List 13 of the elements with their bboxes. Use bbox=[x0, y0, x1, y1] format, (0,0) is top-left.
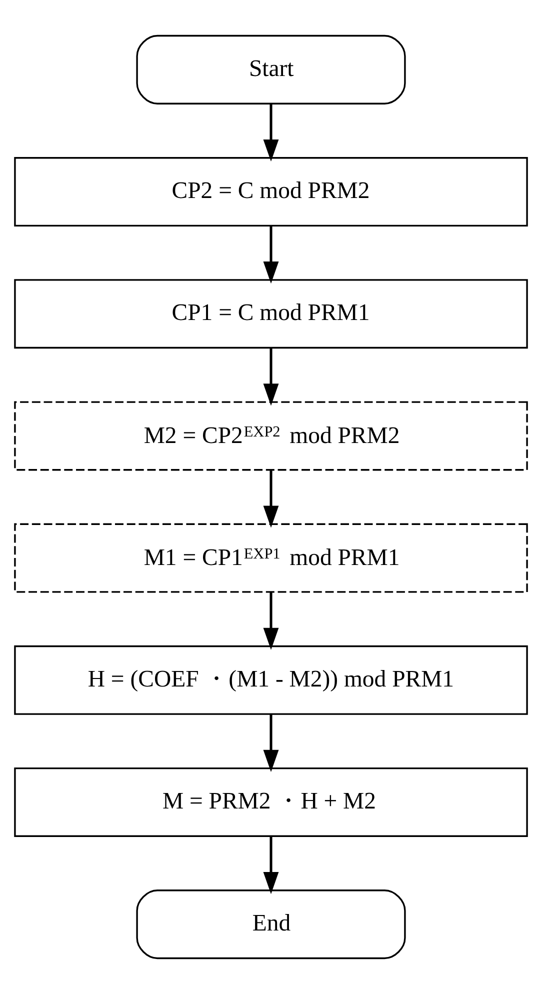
node-box: H = (COEF ・(M1 - M2)) mod PRM1 bbox=[14, 645, 528, 715]
node-box: Start bbox=[136, 34, 406, 104]
node-box: CP2 = C mod PRM2 bbox=[14, 157, 528, 227]
arrow bbox=[263, 226, 279, 284]
node-box: M = PRM2 ・H + M2 bbox=[14, 767, 528, 837]
node-box: CP1 = C mod PRM1 bbox=[14, 279, 528, 349]
arrow bbox=[263, 714, 279, 772]
arrow bbox=[263, 348, 279, 406]
arrow bbox=[263, 104, 279, 162]
arrow bbox=[263, 470, 279, 528]
node-box: End bbox=[136, 890, 406, 960]
arrow bbox=[263, 836, 279, 894]
arrow bbox=[263, 592, 279, 650]
